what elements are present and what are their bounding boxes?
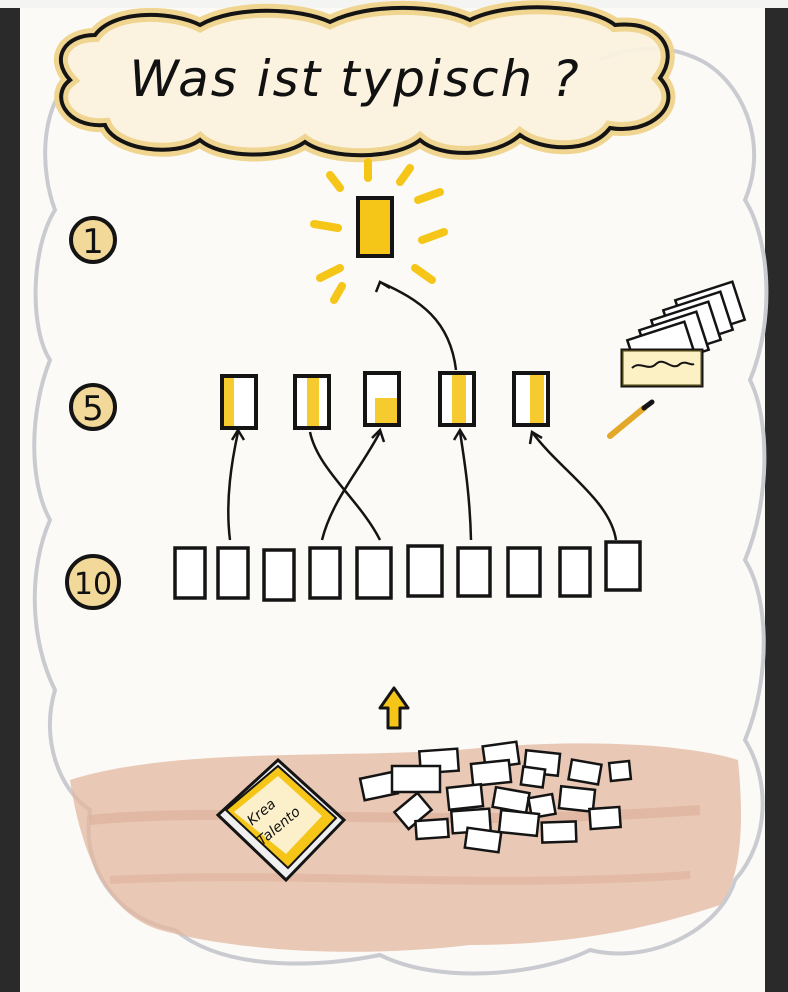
level-10-card xyxy=(310,548,340,598)
level-10-card xyxy=(606,542,640,590)
page-title: Was ist typisch ? xyxy=(129,50,580,108)
level-marker-5: 5 xyxy=(71,385,115,429)
title-cloud: Was ist typisch ? xyxy=(61,7,669,155)
level-10-card xyxy=(458,548,490,596)
level-10-card xyxy=(357,548,391,598)
level-10-card xyxy=(218,548,248,598)
level-10-card xyxy=(560,548,590,596)
top-card xyxy=(358,198,392,256)
level-10-card xyxy=(264,550,294,600)
level-10-card xyxy=(508,548,540,596)
level-10-cards xyxy=(175,542,640,600)
level-10-card xyxy=(408,546,442,596)
level-label-5: 5 xyxy=(82,389,104,429)
level-marker-10: 10 xyxy=(67,556,119,608)
level-label-1: 1 xyxy=(82,222,104,262)
level-10-card xyxy=(175,548,205,598)
level-label-10: 10 xyxy=(74,567,112,602)
level-marker-1: 1 xyxy=(71,218,115,262)
